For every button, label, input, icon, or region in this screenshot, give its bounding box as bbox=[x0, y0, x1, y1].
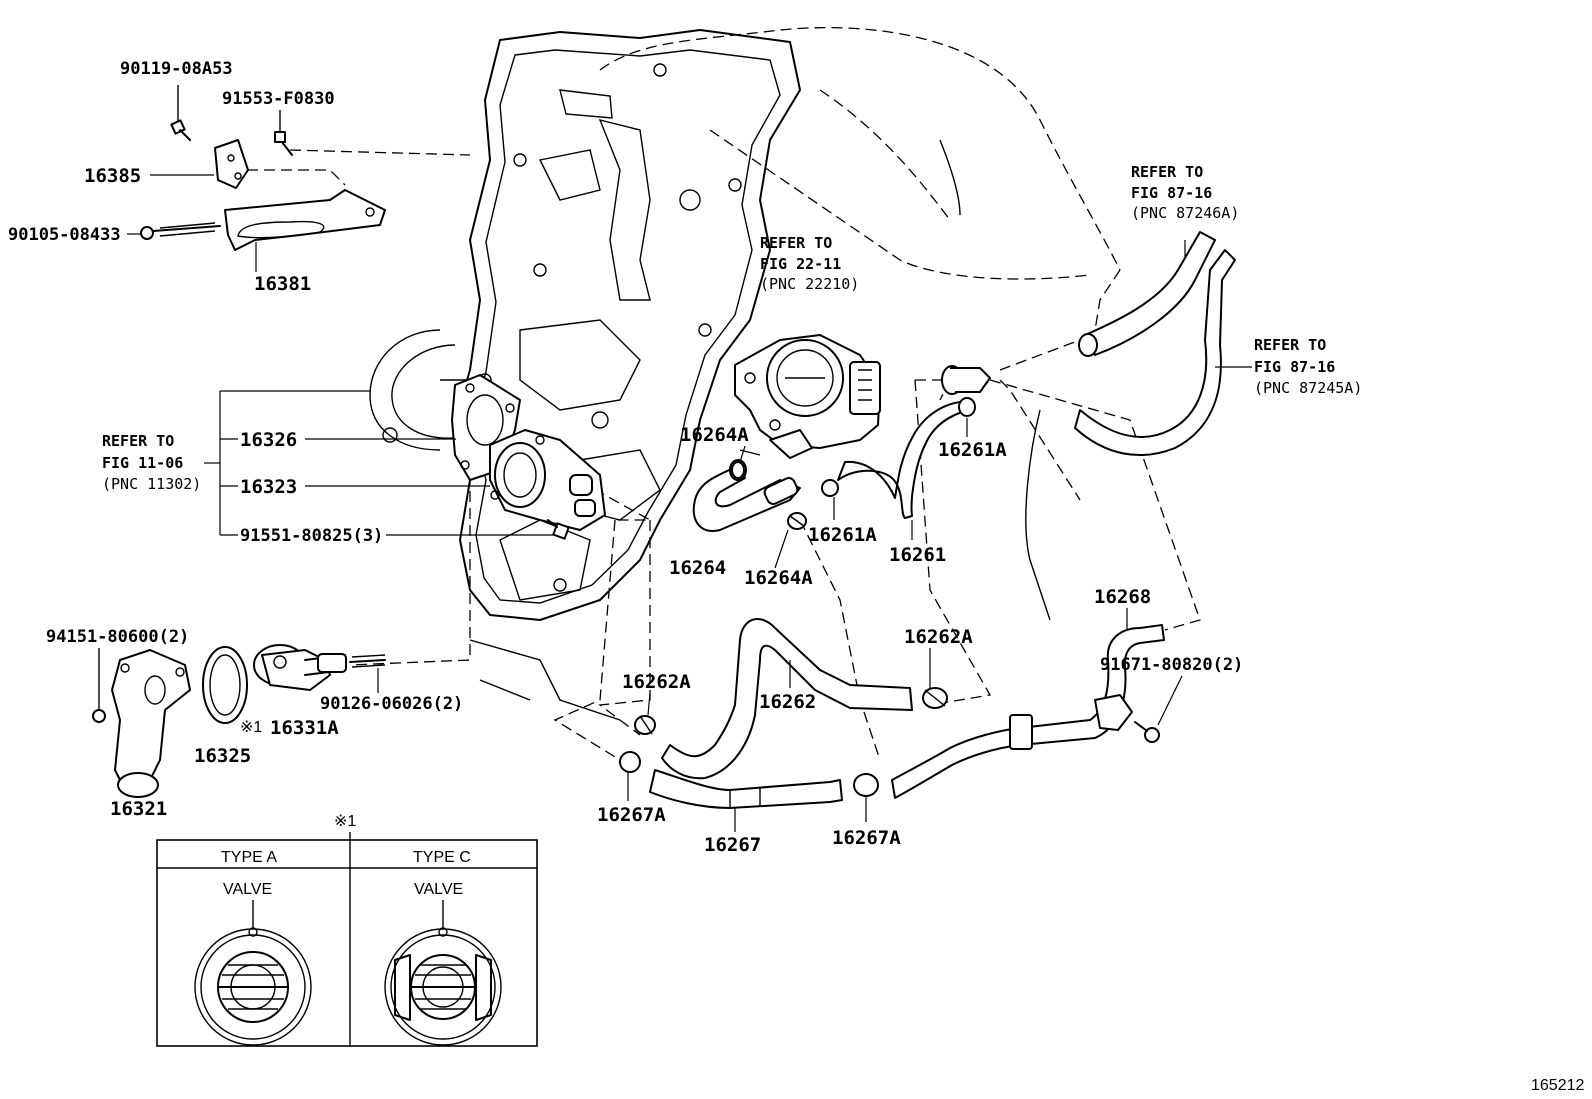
bolt-91551 bbox=[547, 519, 570, 540]
clamp-16262a-right bbox=[922, 687, 948, 709]
label-16267a-left: 16267A bbox=[597, 804, 666, 826]
label-91551-80825: 91551-80825(3) bbox=[240, 526, 383, 546]
clamp-16267a-right bbox=[853, 773, 879, 797]
bolt-94151 bbox=[92, 648, 106, 723]
engine-block-phantom bbox=[599, 26, 1121, 621]
label-16323: 16323 bbox=[240, 476, 297, 498]
stud-90126 bbox=[349, 654, 386, 668]
throttle-body bbox=[734, 334, 881, 459]
clamp-16262a-left bbox=[634, 715, 656, 735]
bolt-91553 bbox=[274, 110, 293, 156]
label-16381: 16381 bbox=[254, 273, 311, 295]
refer-fig87a-line2: FIG 87-16 bbox=[1131, 184, 1212, 202]
refer-fig-22-11: REFER TO FIG 22-11 (PNC 22210) bbox=[760, 234, 859, 293]
clamp-16261a-top bbox=[958, 397, 976, 417]
bolt-91671 bbox=[1134, 721, 1160, 743]
label-90105-08433: 90105-08433 bbox=[8, 225, 121, 245]
label-16326: 16326 bbox=[240, 429, 297, 451]
label-91553-f0830: 91553-F0830 bbox=[222, 89, 335, 109]
label-16262a-right: 16262A bbox=[904, 626, 973, 648]
bolt-90119 bbox=[170, 85, 191, 141]
inset-type-c: TYPE C bbox=[413, 849, 471, 866]
refer-fig-11-06: REFER TO FIG 11-06 (PNC 11302) bbox=[102, 432, 201, 493]
label-94151-80600: 94151-80600(2) bbox=[46, 627, 189, 647]
gasket-16325 bbox=[202, 646, 248, 724]
refer-fig22-line2: FIG 22-11 bbox=[760, 255, 841, 273]
label-16331a: 16331A bbox=[270, 717, 339, 739]
refer-fig-87-16-b: REFER TO FIG 87-16 (PNC 87245A) bbox=[1254, 336, 1362, 397]
label-90119-08a53: 90119-08A53 bbox=[120, 59, 233, 79]
clamp-16264a-top bbox=[731, 461, 745, 479]
leader-lines bbox=[127, 174, 1252, 832]
hose-16261 bbox=[837, 365, 991, 519]
label-16261: 16261 bbox=[889, 544, 946, 566]
thermostat-type-c: VALVE bbox=[384, 881, 502, 1046]
refer-fig87a-line3: (PNC 87246A) bbox=[1131, 204, 1239, 222]
refer-fig22-line3: (PNC 22210) bbox=[760, 275, 859, 293]
figure-number: 165212 bbox=[1531, 1077, 1584, 1094]
label-16262a-left: 16262A bbox=[622, 671, 691, 693]
inset-valve-a: VALVE bbox=[223, 881, 272, 898]
thermostat-type-a: VALVE bbox=[194, 881, 312, 1046]
label-16264: 16264 bbox=[669, 557, 726, 579]
label-16261a-bottom: 16261A bbox=[808, 524, 877, 546]
refer-fig-87-16-a: REFER TO FIG 87-16 (PNC 87246A) bbox=[1131, 163, 1239, 222]
refer-fig11-line1: REFER TO bbox=[102, 432, 174, 450]
pipe-16268 bbox=[891, 624, 1165, 799]
clamp-16264a-bottom bbox=[787, 512, 807, 530]
refer-fig87b-line1: REFER TO bbox=[1254, 336, 1326, 354]
refer-fig87a-line1: REFER TO bbox=[1131, 163, 1203, 181]
label-16264a-top: 16264A bbox=[680, 424, 749, 446]
clamp-16267a-left bbox=[619, 751, 641, 773]
label-16261a-top: 16261A bbox=[938, 439, 1007, 461]
label-16325: 16325 bbox=[194, 745, 251, 767]
clamp-16261a-bottom bbox=[821, 479, 839, 497]
inset-mark: ※1 bbox=[334, 813, 356, 830]
label-16267: 16267 bbox=[704, 834, 761, 856]
inset-type-a: TYPE A bbox=[221, 849, 277, 866]
hose-16264 bbox=[692, 459, 801, 532]
refer-fig22-line1: REFER TO bbox=[760, 234, 832, 252]
refer-fig87b-line2: FIG 87-16 bbox=[1254, 358, 1335, 376]
water-outlet-16321 bbox=[111, 649, 191, 798]
refer-fig87b-line3: (PNC 87245A) bbox=[1254, 379, 1362, 397]
connector-lines bbox=[230, 149, 1201, 761]
label-16331a-mark: ※1 bbox=[240, 719, 262, 736]
bracket-16385 bbox=[214, 139, 249, 189]
label-16385: 16385 bbox=[84, 165, 141, 187]
heater-hoses-87246a-87245a bbox=[1074, 231, 1236, 456]
water-inlet-16323 bbox=[489, 429, 606, 531]
label-91671-80820: 91671-80820(2) bbox=[1100, 655, 1243, 675]
label-16267a-right: 16267A bbox=[832, 827, 901, 849]
label-16262: 16262 bbox=[759, 691, 816, 713]
label-16268: 16268 bbox=[1094, 586, 1151, 608]
label-16321: 16321 bbox=[110, 798, 167, 820]
bracket-16381 bbox=[224, 189, 386, 251]
thermostat-type-inset: ※1 TYPE A TYPE C VALVE VALVE bbox=[156, 813, 538, 1047]
inset-valve-c: VALVE bbox=[414, 881, 463, 898]
bolt-90105 bbox=[140, 222, 221, 240]
refer-fig11-line3: (PNC 11302) bbox=[102, 475, 201, 493]
label-90126-06026: 90126-06026(2) bbox=[320, 694, 463, 714]
hose-16262 bbox=[661, 617, 913, 780]
hose-16267 bbox=[649, 769, 843, 809]
label-16264a-bottom: 16264A bbox=[744, 567, 813, 589]
thermostat-16331a bbox=[253, 644, 347, 691]
refer-fig11-line2: FIG 11-06 bbox=[102, 454, 183, 472]
